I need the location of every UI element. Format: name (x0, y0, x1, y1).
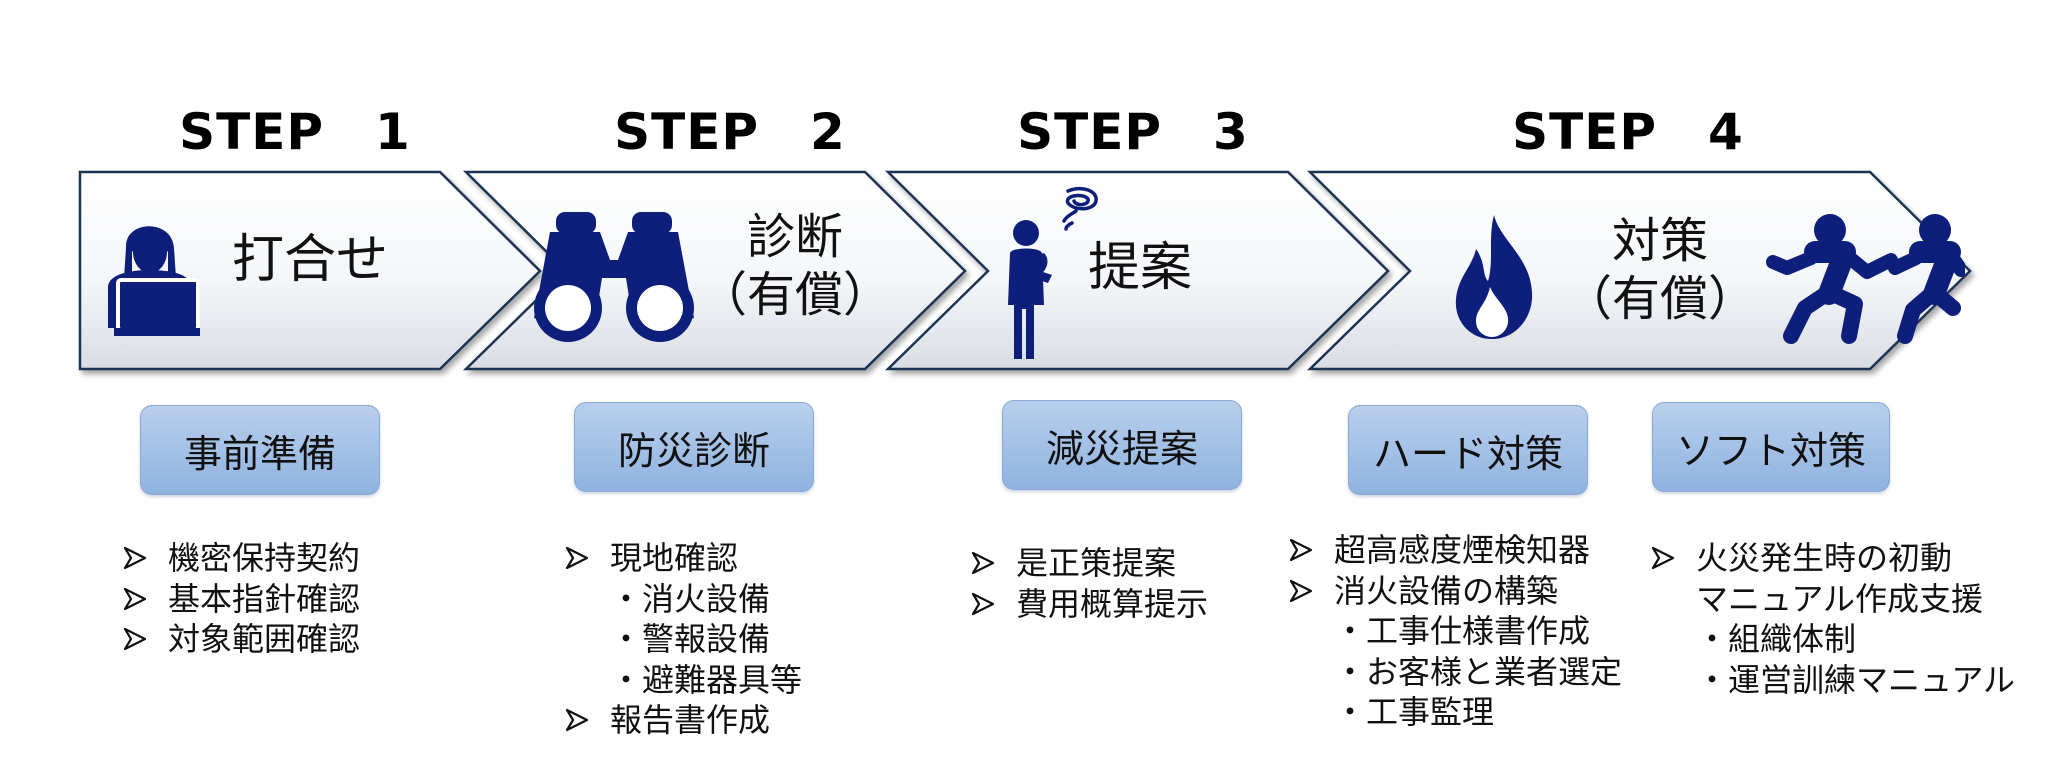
list-item-text: 火災発生時の初動 (1696, 539, 1953, 577)
category-pill-disaster-diagnosis: 防災診断 (574, 402, 814, 492)
arrow-bullet-icon (122, 546, 168, 570)
list-step-4-software: 火災発生時の初動マニュアル作成支援・組織体制・運営訓練マニュアル (1650, 538, 2015, 700)
list-subitem: マニュアル作成支援 (1650, 579, 2015, 620)
list-item-text: 費用概算提示 (1016, 584, 1209, 623)
list-item: 現地確認 (564, 538, 802, 579)
list-subitem: ・工事仕様書作成 (1288, 611, 1622, 652)
list-item: 費用概算提示 (970, 584, 1208, 625)
category-pill-disaster-reduction-proposal: 減災提案 (1002, 400, 1242, 490)
list-item-text: マニュアル作成支援 (1696, 579, 1984, 618)
list-step-2: 現地確認・消火設備・警報設備・避難器具等報告書作成 (564, 538, 802, 741)
arrow-bullet-icon (970, 551, 1016, 575)
list-item: 対象範囲確認 (122, 619, 360, 660)
arrow-bullet-icon (564, 546, 610, 570)
list-item-text: ・避難器具等 (610, 660, 803, 699)
arrow-bullet-icon (1650, 546, 1696, 570)
list-item: 消火設備の構築 (1288, 571, 1622, 612)
arrow-bullet-icon (122, 587, 168, 611)
list-item: 基本指針確認 (122, 579, 360, 620)
chevron-label-line: 提案 (1087, 238, 1192, 298)
binoculars-icon (534, 212, 694, 342)
thinking-person-icon (1008, 186, 1098, 359)
list-item-text: 機密保持契約 (168, 539, 361, 577)
list-item-text: 対象範囲確認 (168, 620, 361, 658)
arrow-bullet-icon (1288, 579, 1334, 603)
woman-at-laptop-icon (108, 226, 200, 336)
list-item: 報告書作成 (564, 700, 802, 741)
running-person-icon (1766, 214, 1965, 344)
step-2-title: STEP 2 (614, 103, 846, 161)
arrow-bullet-icon (970, 592, 1016, 616)
category-pill-software-measures: ソフト対策 (1652, 402, 1890, 492)
arrow-bullet-icon (122, 627, 168, 651)
category-pill-pre-preparation: 事前準備 (140, 405, 380, 495)
chevron-label-step-4: 対策 （有償） (1540, 212, 1780, 328)
category-pill-hardware-measures: ハード対策 (1348, 405, 1588, 495)
list-item: 機密保持契約 (122, 538, 360, 579)
list-subitem: ・警報設備 (564, 619, 802, 660)
list-step-3: 是正策提案費用概算提示 (970, 543, 1208, 624)
chevron-label-line: （有償） (698, 267, 891, 323)
list-subitem: ・工事監理 (1288, 692, 1622, 733)
chevron-label-step-2: 診断 （有償） (680, 208, 910, 324)
step-3-title: STEP 3 (1017, 103, 1249, 161)
list-item-text: ・工事仕様書作成 (1334, 612, 1591, 650)
list-item-text: 基本指針確認 (168, 579, 361, 618)
list-subitem: ・組織体制 (1650, 619, 2015, 660)
step-1-title: STEP 1 (179, 103, 411, 161)
list-item-text: ・組織体制 (1696, 620, 1857, 658)
flame-icon (1455, 215, 1533, 339)
list-step-4-hardware: 超高感度煙検知器消火設備の構築・工事仕様書作成・お客様と業者選定・工事監理 (1288, 530, 1622, 733)
list-item-text: ・工事監理 (1334, 693, 1495, 731)
list-subitem: ・消火設備 (564, 579, 802, 620)
arrow-bullet-icon (564, 708, 610, 732)
list-item-text: ・お客様と業者選定 (1334, 652, 1623, 691)
list-item-text: 超高感度煙検知器 (1334, 531, 1591, 569)
list-item-text: 消火設備の構築 (1334, 571, 1559, 610)
list-item-text: ・運営訓練マニュアル (1696, 660, 2016, 699)
list-item: 火災発生時の初動 (1650, 538, 2015, 579)
chevron-label-step-3: 提案 (1080, 236, 1200, 300)
chevron-label-step-1: 打合せ (220, 228, 400, 292)
chevron-label-line: 診断 (746, 209, 843, 265)
list-item: 是正策提案 (970, 543, 1208, 584)
list-subitem: ・お客様と業者選定 (1288, 652, 1622, 693)
arrow-bullet-icon (1288, 538, 1334, 562)
list-item: 超高感度煙検知器 (1288, 530, 1622, 571)
chevron-label-line: 打合せ (231, 230, 388, 290)
list-subitem: ・運営訓練マニュアル (1650, 660, 2015, 701)
list-item-text: 報告書作成 (610, 701, 771, 739)
list-item-text: 是正策提案 (1016, 544, 1177, 582)
chevron-step-3 (884, 170, 1390, 371)
chevron-label-line: 対策 (1611, 213, 1708, 269)
list-item-text: ・消火設備 (610, 579, 771, 618)
step-4-title: STEP 4 (1512, 103, 1744, 161)
list-item-text: 現地確認 (610, 539, 739, 577)
list-subitem: ・避難器具等 (564, 660, 802, 701)
list-item-text: ・警報設備 (610, 620, 771, 658)
list-step-1: 機密保持契約基本指針確認対象範囲確認 (122, 538, 360, 660)
chevron-label-line: （有償） (1563, 271, 1756, 327)
